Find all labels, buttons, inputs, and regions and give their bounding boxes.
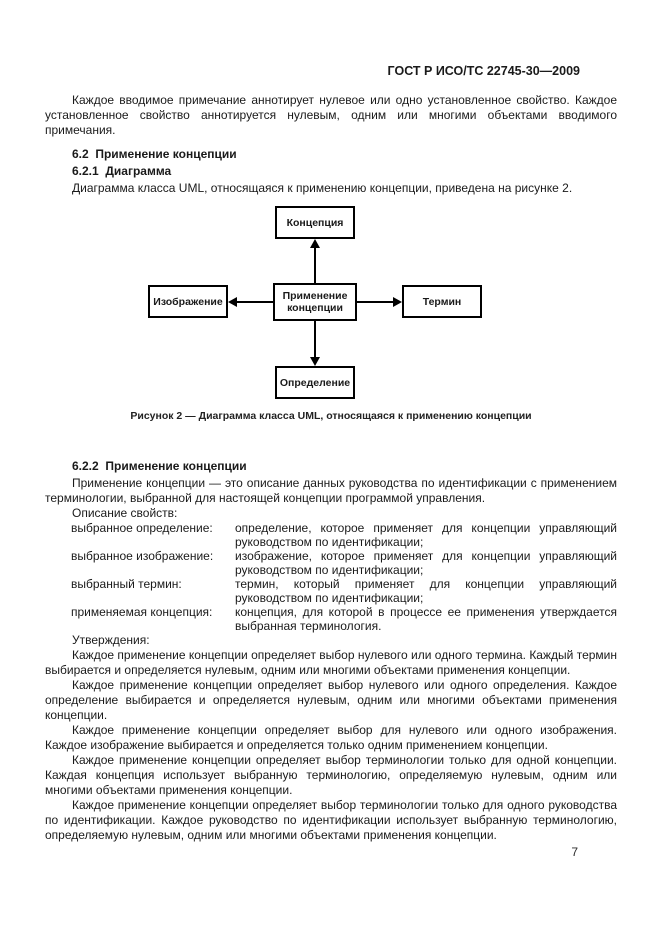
diagram-node-concept-usage: Применение концепции — [273, 283, 357, 321]
property-description: изображение, которое применяет для конце… — [235, 549, 617, 577]
diagram-node-concept: Концепция — [275, 206, 355, 239]
diagram-node-definition: Определение — [275, 366, 355, 399]
statement-paragraph: Каждое применение концепции определяет в… — [45, 753, 617, 797]
page-content: ГОСТ Р ИСО/ТС 22745-30—2009 Каждое вводи… — [45, 64, 617, 842]
section-heading-6-2-1: 6.2.1 Диаграмма — [72, 164, 172, 178]
running-header: ГОСТ Р ИСО/ТС 22745-30—2009 — [387, 64, 580, 78]
properties-intro: Описание свойств: — [72, 506, 178, 520]
arrow-line-right — [357, 301, 393, 303]
property-term: применяемая концепция: — [71, 605, 213, 619]
property-term: выбранный термин: — [71, 577, 182, 591]
page-number: 7 — [571, 845, 578, 859]
arrowhead-right-icon — [393, 297, 402, 307]
statement-paragraph: Каждое применение концепции определяет в… — [45, 678, 617, 722]
property-term: выбранное изображение: — [71, 549, 214, 563]
property-description: термин, который применяет для концепции … — [235, 577, 617, 605]
property-item: выбранное изображение: изображение, кото… — [71, 549, 617, 577]
property-description: концепция, для которой в процессе ее при… — [235, 605, 617, 633]
property-description: определение, которое применяет для конце… — [235, 521, 617, 549]
arrowhead-down-icon — [310, 357, 320, 366]
statement-paragraph: Каждое применение концепции определяет в… — [45, 723, 617, 752]
property-item: применяемая концепция: концепция, для ко… — [71, 605, 617, 633]
arrow-line-down — [314, 321, 316, 357]
diagram-node-image: Изображение — [148, 285, 228, 318]
statement-paragraph: Каждое применение концепции определяет в… — [45, 648, 617, 677]
arrow-line-left — [237, 301, 273, 303]
arrowhead-up-icon — [310, 239, 320, 248]
uml-class-diagram: Концепция Изображение Применение концепц… — [45, 202, 617, 403]
arrow-line-up — [314, 248, 316, 283]
diagram-node-term: Термин — [402, 285, 482, 318]
section-heading-6-2: 6.2 Применение концепции — [72, 147, 237, 161]
arrowhead-left-icon — [228, 297, 237, 307]
properties-list: выбранное определение: определение, кото… — [71, 521, 617, 633]
section-heading-6-2-2: 6.2.2 Применение концепции — [72, 459, 247, 473]
property-item: выбранный термин: термин, который примен… — [71, 577, 617, 605]
paragraph-concept-usage-definition: Применение концепции — это описание данн… — [45, 476, 617, 505]
paragraph-diagram-reference: Диаграмма класса UML, относящаяся к прим… — [72, 181, 573, 195]
property-item: выбранное определение: определение, кото… — [71, 521, 617, 549]
figure-caption: Рисунок 2 — Диаграмма класса UML, относя… — [130, 410, 532, 422]
statement-paragraph: Каждое применение концепции определяет в… — [45, 798, 617, 842]
paragraph-intro: Каждое вводимое примечание аннотирует ну… — [45, 93, 617, 137]
statements-intro: Утверждения: — [72, 633, 150, 647]
property-term: выбранное определение: — [71, 521, 213, 535]
